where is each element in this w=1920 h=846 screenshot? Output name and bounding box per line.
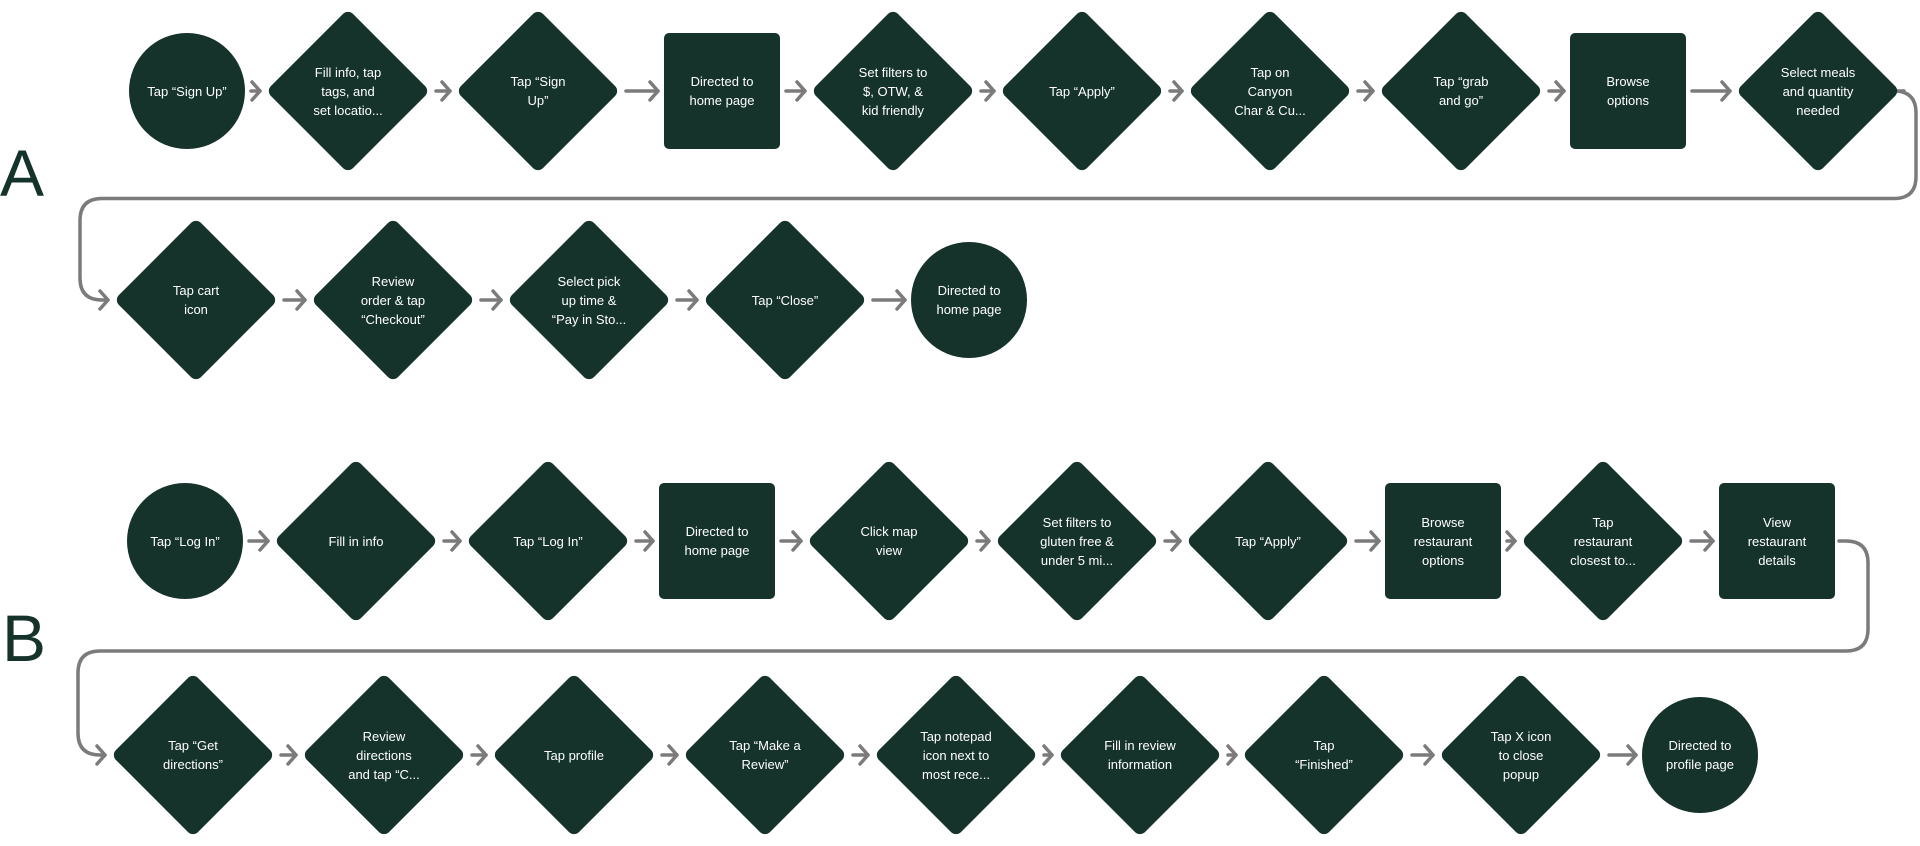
flow-b-arrow-5 <box>975 530 991 552</box>
flow-b-step-2-diamond <box>276 461 436 621</box>
flow-b-arrow-14 <box>851 744 870 766</box>
flow-a-arrow-12 <box>479 289 503 311</box>
flow-a-step-9-square <box>1570 33 1686 149</box>
flow-b-step-10-square <box>1719 483 1835 599</box>
flow-b-arrow-13 <box>660 744 679 766</box>
flow-a-arrow-3 <box>624 80 660 102</box>
flow-b-arrow-7 <box>1354 530 1381 552</box>
flow-a-step-15-circle <box>911 242 1027 358</box>
flow-a-step-12-diamond <box>313 220 473 380</box>
flow-b-step-3-diamond <box>468 461 628 621</box>
flow-a-arrow-11 <box>282 289 307 311</box>
flow-b-step-8-square <box>1385 483 1501 599</box>
flow-b-arrow-15 <box>1042 744 1054 766</box>
flow-a-step-4-square <box>664 33 780 149</box>
flow-a-arrow-8 <box>1547 80 1566 102</box>
flow-b-row-connector <box>76 539 1870 766</box>
flow-b-label: B <box>2 601 47 675</box>
flow-b-arrow-6 <box>1163 530 1182 552</box>
flow-b-arrow-8 <box>1505 530 1517 552</box>
flow-b-step-1-circle <box>127 483 243 599</box>
flow-b-arrow-18 <box>1607 744 1638 766</box>
flow-b-arrow-12 <box>470 744 488 766</box>
flow-a-label: A <box>0 136 45 210</box>
flow-a-arrow-9 <box>1690 80 1732 102</box>
flow-b-arrow-9 <box>1689 530 1715 552</box>
flow-b-step-17-diamond <box>1244 675 1404 835</box>
flow-a-step-6-diamond <box>1002 11 1162 171</box>
flow-b-step-9-diamond <box>1523 461 1683 621</box>
flow-a-step-5-diamond <box>813 11 973 171</box>
flow-b-arrow-3 <box>634 530 655 552</box>
flow-b-step-12-diamond <box>304 675 464 835</box>
flow-b-arrow-11 <box>279 744 298 766</box>
flow-a-arrow-6 <box>1168 80 1184 102</box>
flow-a-arrow-13 <box>675 289 699 311</box>
flow-a-arrow-4 <box>784 80 807 102</box>
flow-a-arrow-1 <box>249 80 262 102</box>
flow-a-arrow-7 <box>1356 80 1375 102</box>
flow-a-arrow-2 <box>434 80 452 102</box>
flow-b-step-15-diamond <box>876 675 1036 835</box>
flow-b-step-4-square <box>659 483 775 599</box>
flow-b-step-5-diamond <box>809 461 969 621</box>
flow-a-step-3-diamond <box>458 11 618 171</box>
flow-a-step-7-diamond <box>1190 11 1350 171</box>
flow-a-step-8-diamond <box>1381 11 1541 171</box>
flow-b-arrow-16 <box>1226 744 1238 766</box>
flow-b-step-19-circle <box>1642 697 1758 813</box>
flow-a-step-11-diamond <box>116 220 276 380</box>
flow-b-step-18-diamond <box>1441 675 1601 835</box>
flow-b-step-6-diamond <box>997 461 1157 621</box>
flow-a-step-13-diamond <box>509 220 669 380</box>
flow-a-arrow-5 <box>979 80 996 102</box>
flow-a-step-10-diamond <box>1738 11 1898 171</box>
flow-b-step-16-diamond <box>1060 675 1220 835</box>
flow-a-arrow-14 <box>871 289 907 311</box>
flow-a-row-connector <box>78 89 1918 311</box>
flow-b-step-11-diamond <box>113 675 273 835</box>
flow-b-arrow-4 <box>779 530 803 552</box>
flow-a-step-1-circle <box>129 33 245 149</box>
flow-b-step-13-diamond <box>494 675 654 835</box>
flow-a-step-14-diamond <box>705 220 865 380</box>
flow-b-arrow-2 <box>442 530 462 552</box>
flow-b-arrow-17 <box>1410 744 1435 766</box>
flow-b-step-7-diamond <box>1188 461 1348 621</box>
flow-a-step-2-diamond <box>268 11 428 171</box>
flow-b-arrow-1 <box>247 530 270 552</box>
flow-b-step-14-diamond <box>685 675 845 835</box>
